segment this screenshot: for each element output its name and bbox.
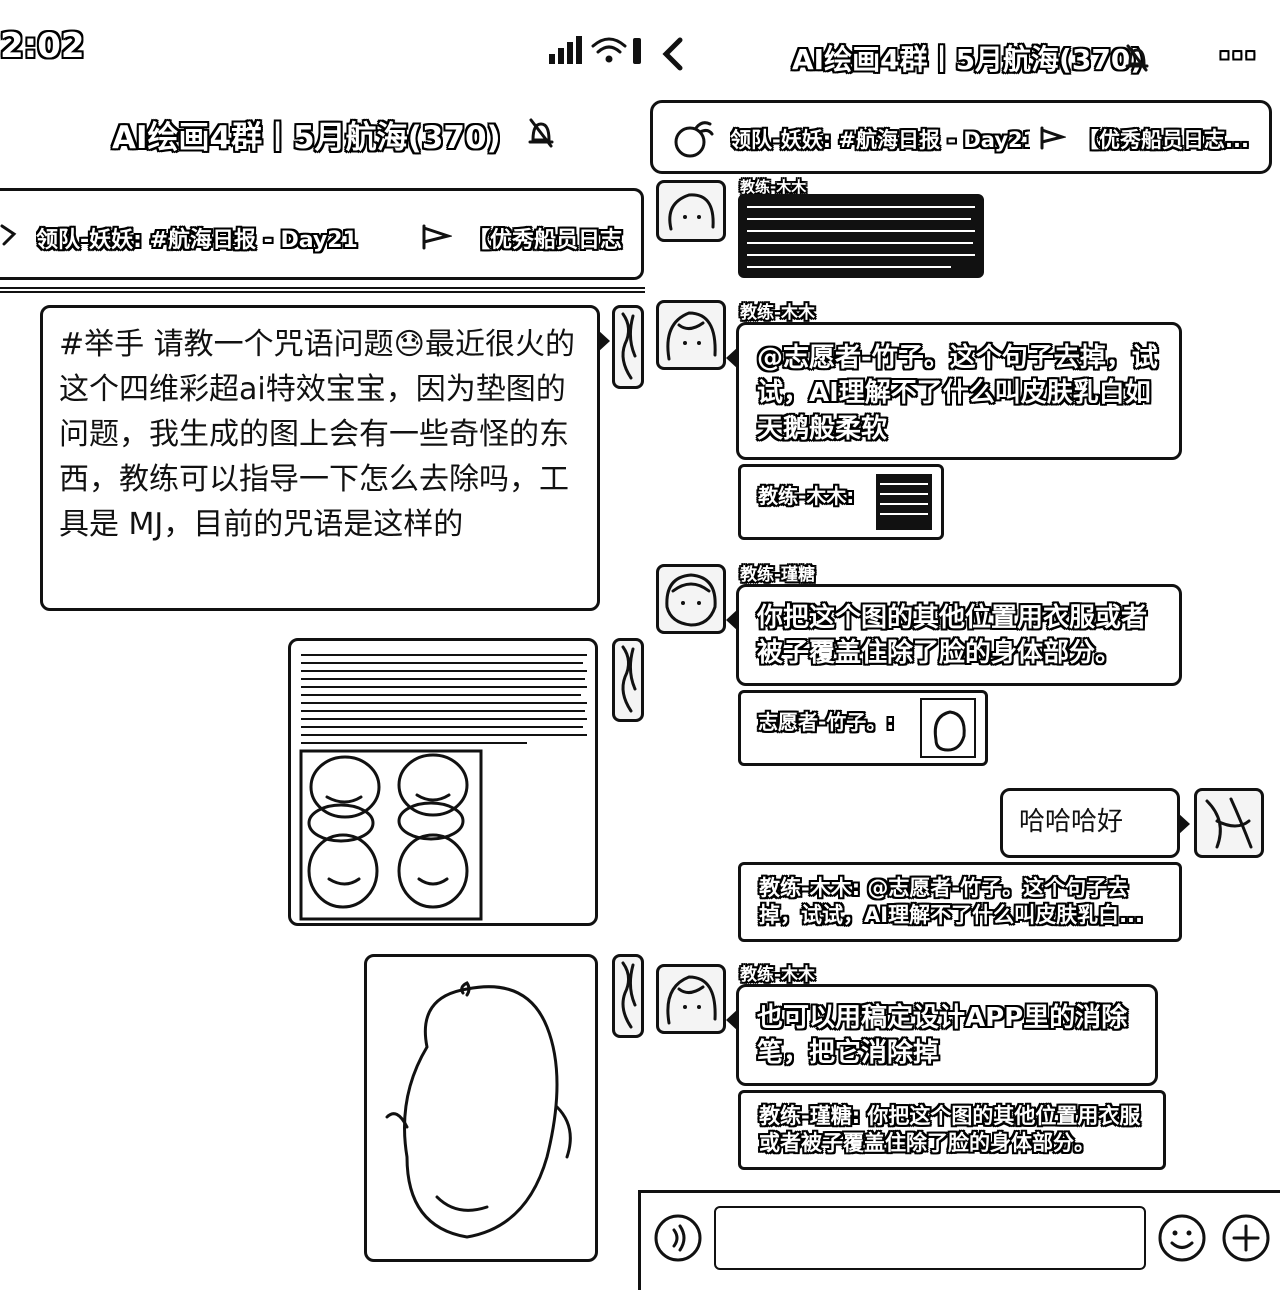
babies-image	[299, 654, 587, 921]
more-options-button[interactable]: ···	[1218, 36, 1257, 76]
mute-bell-icon-left	[527, 118, 555, 152]
question-text: #举手 请教一个咒语问题😓最近很火的这个四维彩超ai特效宝宝，因为垫图的问题，我…	[59, 327, 575, 542]
pin-lead-icon	[0, 220, 20, 254]
quote-card-2[interactable]	[738, 690, 988, 766]
self-avatar-3[interactable]	[612, 954, 644, 1038]
status-time: 2:02	[0, 26, 85, 66]
emoji-icon[interactable]	[1156, 1212, 1208, 1268]
pinned-announcement-left[interactable]	[0, 188, 644, 280]
mute-bell-icon-right	[1124, 44, 1150, 76]
self-avatar-right[interactable]	[1194, 788, 1264, 858]
pinned-tail-right: 【优秀船员日志...	[1078, 128, 1249, 152]
coach-mumu-avatar-2[interactable]	[656, 964, 726, 1034]
quote-card-4[interactable]: 教练-瑾糖: 你把这个图的其他位置用衣服或者被子覆盖住除了脸的身体部分。	[738, 1090, 1166, 1170]
announcement-horn-icon	[670, 116, 716, 164]
message-text-2: 你把这个图的其他位置用衣服或者被子覆盖住除了脸的身体部分。	[757, 603, 1148, 669]
chat-title-left: AI绘画4群丨5月航海(370)	[112, 120, 501, 156]
message-bubble-2[interactable]: 你把这个图的其他位置用衣服或者被子覆盖住除了脸的身体部分。	[726, 584, 1182, 686]
voice-icon[interactable]	[652, 1212, 704, 1268]
baby-photo-image[interactable]	[364, 954, 598, 1262]
flag-icon-right	[1038, 126, 1068, 154]
message-text-3: 哈哈哈好	[1019, 807, 1124, 837]
message-bubble-1[interactable]: @志愿者-竹子。这个句子去掉，试试，AI理解不了什么叫皮肤乳白如天鹅般柔软	[726, 322, 1182, 460]
self-avatar-2[interactable]	[612, 638, 644, 722]
chat-title-right: AI绘画4群丨5月航海(370)	[792, 43, 1144, 76]
message-input[interactable]	[714, 1206, 1146, 1270]
flag-icon-left	[420, 224, 454, 254]
message-text-1: @志愿者-竹子。这个句子去掉，试试，AI理解不了什么叫皮肤乳白如天鹅般柔软	[757, 343, 1158, 444]
signal-icon	[549, 36, 641, 64]
sender-name-2: 教练-瑾糖	[740, 565, 816, 585]
quote-text-2: 志愿者-竹子。:	[758, 710, 895, 734]
quote-card-3[interactable]: 教练-木木: @志愿者-竹子。这个句子去掉，试试，AI理解不了什么叫皮肤乳白..…	[738, 862, 1182, 942]
tiny-text-image[interactable]	[738, 194, 984, 278]
quote-text-4: 教练-瑾糖: 你把这个图的其他位置用衣服或者被子覆盖住除了脸的身体部分。	[759, 1104, 1141, 1156]
message-text-4: 也可以用稿定设计APP里的消除笔，把它消除掉	[757, 1003, 1128, 1069]
coach-mumu-avatar-top[interactable]	[656, 180, 726, 242]
message-bubble-4[interactable]: 也可以用稿定设计APP里的消除笔，把它消除掉	[726, 984, 1158, 1086]
divider	[0, 287, 645, 293]
quote-text-3: 教练-木木: @志愿者-竹子。这个句子去掉，试试，AI理解不了什么叫皮肤乳白..…	[759, 876, 1143, 928]
pinned-tail-left: 【优秀船员日志	[468, 228, 623, 253]
pinned-prefix-left: 领队-妖妖: #航海日报 - Day21	[36, 228, 358, 253]
question-bubble[interactable]: #举手 请教一个咒语问题😓最近很火的这个四维彩超ai特效宝宝，因为垫图的问题，我…	[40, 305, 610, 611]
add-icon[interactable]	[1220, 1212, 1272, 1268]
sender-name-top: 教练-木木	[740, 178, 807, 196]
pinned-prefix-right: 领队-妖妖: #航海日报 - Day21	[730, 128, 1030, 152]
pinned-announcement-right[interactable]	[650, 100, 1272, 174]
coach-jintang-avatar[interactable]	[656, 564, 726, 634]
message-bubble-3[interactable]: 哈哈哈好	[1000, 788, 1190, 858]
quote-text-1: 教练-木木:	[758, 484, 855, 508]
self-avatar[interactable]	[612, 305, 644, 389]
quote-thumb-1	[876, 474, 932, 530]
sender-name-4: 教练-木木	[740, 965, 816, 985]
sender-name-1: 教练-木木	[740, 303, 816, 323]
quote-thumb-2	[920, 698, 976, 758]
back-arrow-icon[interactable]	[660, 36, 688, 76]
prompt-screenshot-image[interactable]	[288, 638, 598, 926]
coach-mumu-avatar-1[interactable]	[656, 300, 726, 370]
input-bar	[638, 1190, 1280, 1290]
status-icons	[545, 30, 645, 66]
